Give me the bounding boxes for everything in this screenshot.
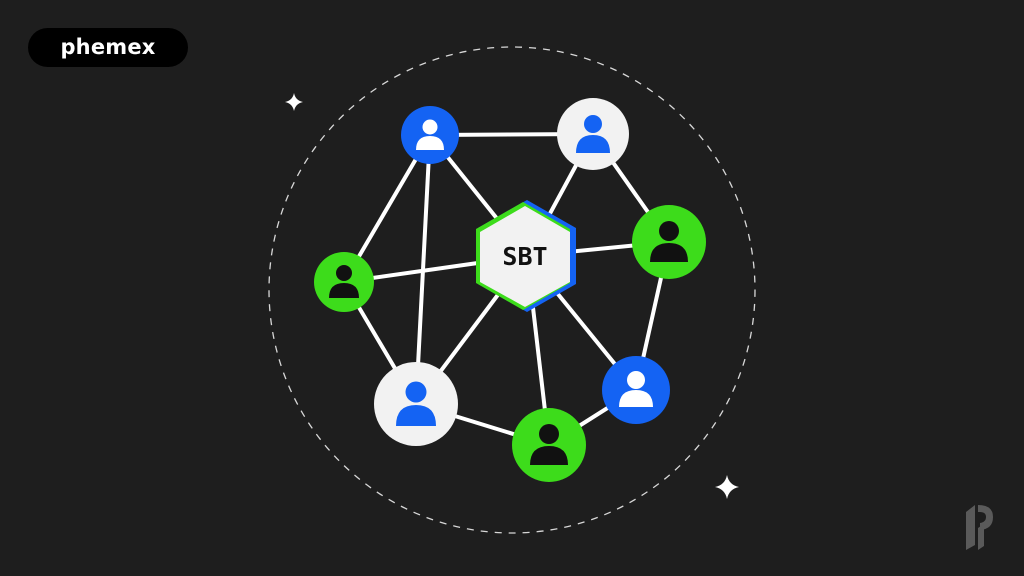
user-node-6	[512, 408, 586, 482]
dashed-orbit-ring	[268, 46, 756, 534]
user-node-7	[602, 356, 670, 424]
user-icon	[396, 381, 436, 426]
brand-logo-text: phemex	[60, 35, 156, 59]
user-node-5	[374, 362, 458, 446]
user-node-3	[314, 252, 374, 312]
user-node-2	[557, 98, 629, 170]
user-icon	[329, 265, 359, 298]
user-icon	[530, 424, 568, 465]
user-node-4	[632, 205, 706, 279]
user-node-1	[401, 106, 459, 164]
user-icon	[650, 221, 688, 262]
phemex-watermark-logo	[966, 505, 993, 550]
sbt-hexagon: SBT	[476, 200, 576, 312]
sbt-label: SBT	[502, 242, 547, 271]
sparkle-icon-left	[285, 93, 303, 111]
user-icon	[416, 119, 444, 150]
user-icon	[576, 115, 610, 153]
brand-badge: phemex	[28, 28, 188, 67]
sparkle-icon-right	[715, 475, 739, 499]
user-icon	[619, 371, 653, 407]
